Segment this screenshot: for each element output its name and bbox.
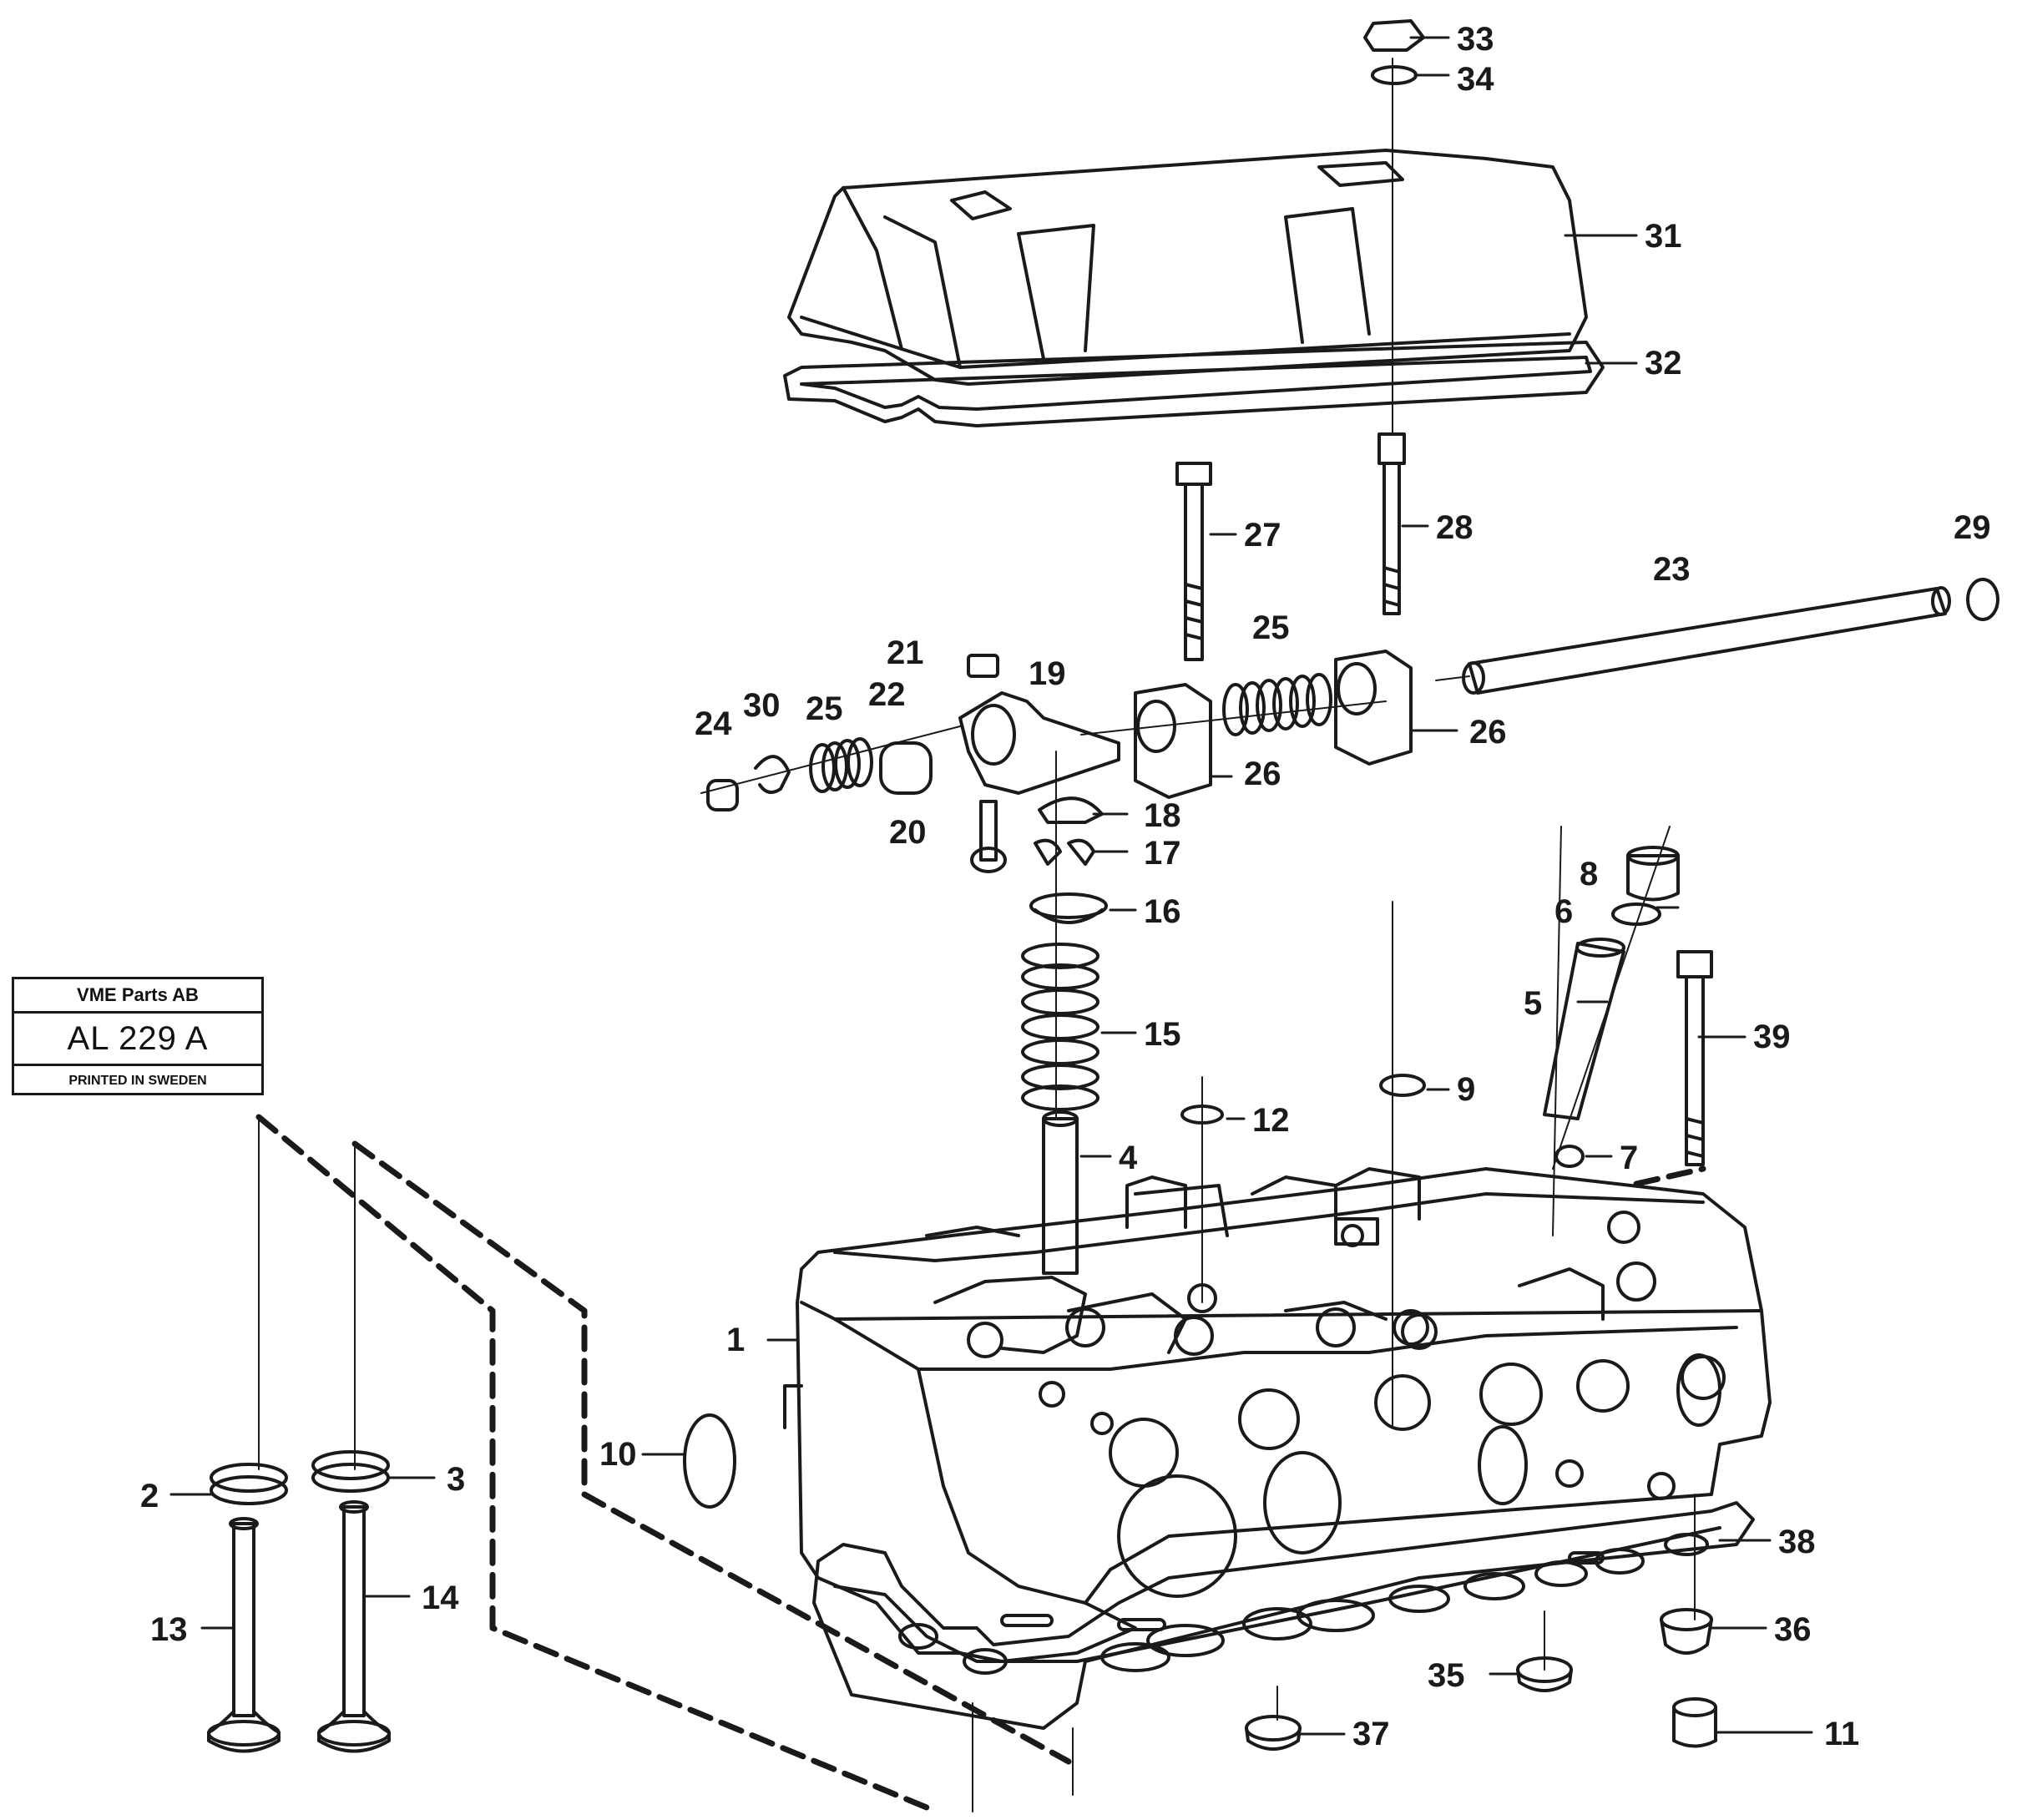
valve-seat-rings [210,1450,390,1505]
callout-33: 33 [1457,21,1494,58]
valve-cover [787,149,1588,386]
callout-4: 4 [1119,1140,1138,1176]
callout-23: 23 [1653,551,1691,588]
valve-cap [1038,796,1104,824]
callout-19: 19 [1029,655,1066,692]
callout-37: 37 [1352,1716,1390,1752]
intake-valve [207,1517,281,1753]
callout-18: 18 [1144,797,1181,834]
cover-nut [1363,19,1425,52]
callout-6: 6 [1554,893,1573,930]
stamp-company: VME Parts AB [14,979,261,1014]
stud-bolt [1377,432,1406,615]
lower-tube-seal [1554,1145,1585,1168]
callout-14: 14 [422,1580,459,1616]
circlip [754,755,791,794]
callout-25a: 25 [1252,609,1290,646]
valve-guide [1042,1110,1079,1275]
adjusting-nut [967,654,999,678]
callout-3: 3 [447,1461,465,1498]
callout-28: 28 [1436,509,1474,546]
publisher-stamp: VME Parts AB AL 229 A PRINTED IN SWEDEN [12,977,264,1095]
cover-washer [1371,65,1418,85]
callout-39: 39 [1753,1019,1791,1055]
rocker-arm [958,691,1120,795]
washer-12 [1180,1105,1224,1125]
callout-11: 11 [1824,1716,1859,1752]
callout-17: 17 [1144,835,1181,872]
pushrod-tube [1543,938,1625,1120]
valve-spring [1021,943,1099,1111]
head-gasket [812,1501,1755,1730]
shaft-plug-left [706,779,739,811]
callout-16: 16 [1144,893,1181,930]
axis-lines [258,58,1696,1812]
rocker-spring-right [1222,673,1332,736]
rocker-shaft [1462,586,1951,695]
callout-12: 12 [1252,1102,1290,1139]
callout-13: 13 [150,1611,188,1648]
plug-11 [1672,1697,1717,1748]
callout-21: 21 [887,634,924,671]
exhaust-valve [317,1500,391,1753]
callout-labels: 33 34 31 32 27 28 29 23 25 21 19 22 30 2… [140,21,1991,1752]
callout-26b: 26 [1469,714,1507,751]
head-bolt [1676,950,1713,1166]
callout-31: 31 [1645,218,1682,255]
rocker-bracket-right [1334,650,1413,766]
callout-1: 1 [726,1322,745,1358]
adjusting-screw [970,800,1007,873]
valve-collets [1034,838,1095,866]
callout-26a: 26 [1244,756,1281,792]
callout-38: 38 [1778,1524,1816,1560]
callout-15: 15 [1144,1016,1181,1053]
callout-5: 5 [1524,985,1542,1022]
callout-20: 20 [889,814,927,851]
callout-27: 27 [1244,517,1281,554]
bracket-bolt [1175,462,1212,661]
callout-35: 35 [1428,1657,1465,1694]
cylinder-head [796,1167,1772,1663]
washer-9 [1379,1074,1426,1097]
rocker-bushing [879,741,933,795]
callout-36: 36 [1774,1611,1812,1648]
tube-seal-ring [1611,902,1661,926]
sealing-plug [683,1413,736,1509]
callout-9: 9 [1457,1071,1475,1108]
callout-30: 30 [743,687,781,724]
callout-25b: 25 [806,690,843,727]
callout-10: 10 [599,1436,637,1473]
stamp-printed: PRINTED IN SWEDEN [68,1074,207,1088]
stamp-code: AL 229 A [14,1014,261,1066]
callout-7: 7 [1620,1140,1638,1176]
callout-2: 2 [140,1478,159,1514]
plug-37 [1245,1715,1302,1751]
callout-34: 34 [1457,61,1494,98]
callout-22: 22 [868,676,906,713]
plug-36 [1660,1608,1713,1655]
spring-retainer [1029,892,1108,919]
callout-leaders [169,36,1813,1736]
callout-32: 32 [1645,345,1682,382]
tube-cap [1626,846,1680,902]
rocker-bracket-left [1134,683,1212,799]
plug-35 [1516,1656,1573,1692]
callout-8: 8 [1580,856,1598,892]
shaft-circlip [1966,578,1999,621]
dashed-guide-lines [255,1114,1706,1811]
rocker-spring-left [809,737,873,793]
callout-29: 29 [1954,509,1991,546]
callout-24: 24 [695,705,732,742]
